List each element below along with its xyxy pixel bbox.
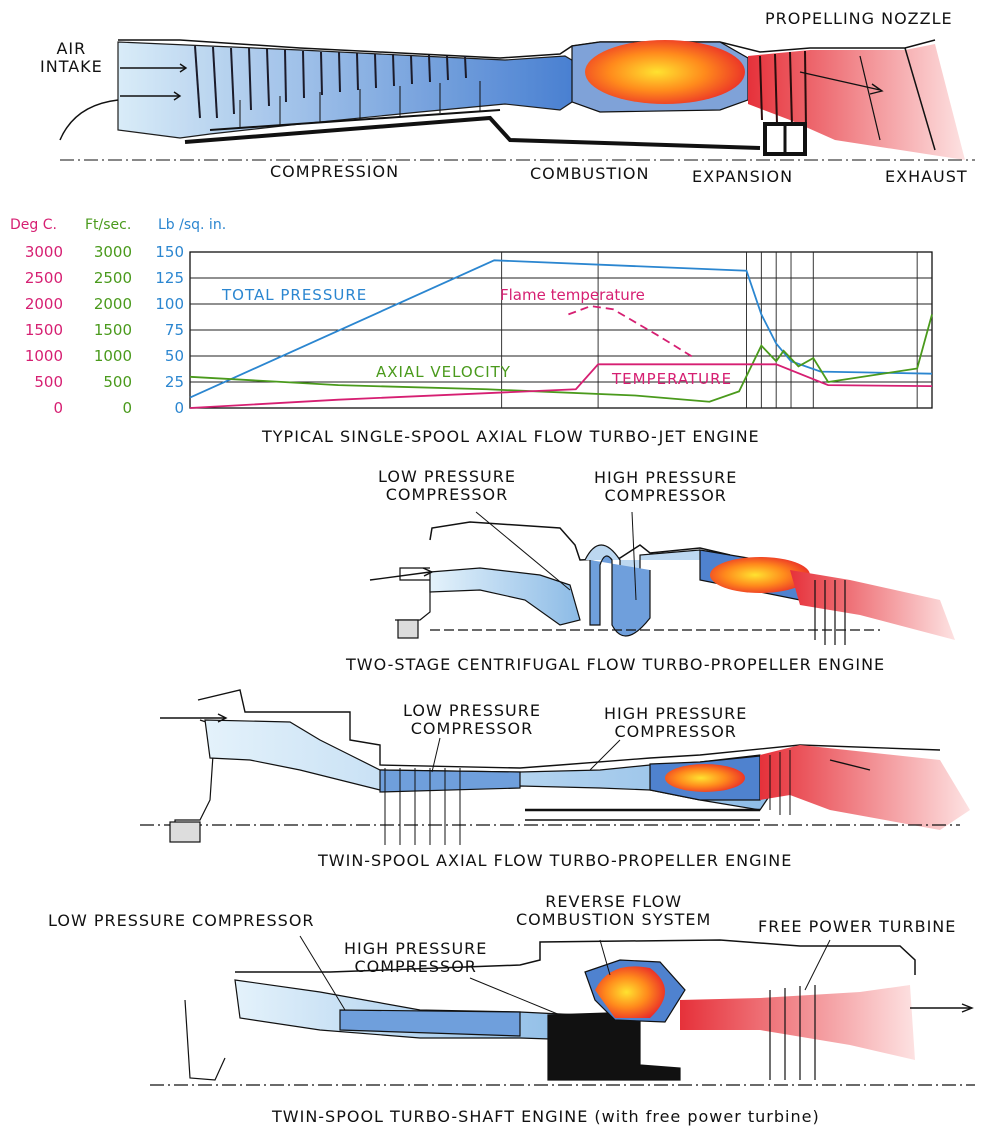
lp-compressor-label-3: LOW PRESSURE COMPRESSOR bbox=[403, 701, 541, 739]
chart-series bbox=[189, 259, 933, 409]
ft-sec-tick-label: 3000 bbox=[93, 243, 132, 261]
deg-c-tick-label: 0 bbox=[53, 399, 63, 417]
compression-label: COMPRESSION bbox=[270, 162, 400, 181]
air-intake-label: AIR INTAKE bbox=[40, 39, 103, 77]
deg-c-tick-label: 3000 bbox=[24, 243, 63, 261]
total-pressure-series-label: TOTAL PRESSURE bbox=[222, 286, 368, 304]
ft-sec-tick-label: 500 bbox=[103, 373, 132, 391]
lb-sq-in-tick-label: 100 bbox=[155, 295, 184, 313]
deg-c-tick-label: 1500 bbox=[24, 321, 63, 339]
hp-compressor-label-4: HIGH PRESSURE COMPRESSOR bbox=[344, 939, 488, 977]
series-line-1 bbox=[189, 314, 933, 403]
deg-c-tick-label: 1000 bbox=[24, 347, 63, 365]
turbojet-engine-drawing bbox=[59, 39, 975, 161]
propelling-nozzle-label: PROPELLING NOZZLE bbox=[765, 9, 953, 28]
series-line-0 bbox=[189, 259, 933, 399]
free-power-turbine-label: FREE POWER TURBINE bbox=[758, 917, 957, 936]
series-line-3 bbox=[568, 305, 696, 359]
lb-sq-in-tick-label: 25 bbox=[164, 373, 184, 391]
deg-c-tick-label: 2500 bbox=[24, 269, 63, 287]
lb-sq-in-tick-label: 0 bbox=[174, 399, 184, 417]
ft-sec-tick-label: 2500 bbox=[93, 269, 132, 287]
ft-sec-tick-label: 1000 bbox=[93, 347, 132, 365]
expansion-label: EXPANSION bbox=[692, 167, 794, 186]
combustion-label: COMBUSTION bbox=[530, 164, 650, 183]
turboshaft-drawing bbox=[150, 935, 975, 1086]
lb-sq-in-tick-label: 125 bbox=[155, 269, 184, 287]
ft-sec-tick-label: 1500 bbox=[93, 321, 132, 339]
flame-temperature-series-label: Flame temperature bbox=[500, 286, 645, 304]
engine-chart bbox=[189, 251, 933, 409]
ft-sec-tick-label: 0 bbox=[122, 399, 132, 417]
ft-sec-axis-title: Ft/sec. bbox=[85, 217, 132, 233]
lb-sq-in-axis-title: Lb /sq. in. bbox=[158, 217, 227, 233]
lb-sq-in-tick-label: 50 bbox=[164, 347, 184, 365]
deg-c-axis-title: Deg C. bbox=[10, 217, 57, 233]
lp-compressor-label-2: LOW PRESSURE COMPRESSOR bbox=[378, 467, 516, 505]
centrifugal-turboprop-drawing bbox=[369, 511, 955, 645]
lp-compressor-label-4: LOW PRESSURE COMPRESSOR bbox=[48, 911, 315, 930]
deg-c-tick-label: 2000 bbox=[24, 295, 63, 313]
twin-spool-turboprop-caption: TWIN-SPOOL AXIAL FLOW TURBO-PROPELLER EN… bbox=[318, 851, 793, 870]
exhaust-label: EXHAUST bbox=[885, 167, 968, 186]
turboshaft-caption: TWIN-SPOOL TURBO-SHAFT ENGINE (with free… bbox=[272, 1107, 820, 1126]
reverse-flow-combustion-label: REVERSE FLOW COMBUSTION SYSTEM bbox=[516, 892, 712, 930]
hp-compressor-label-2: HIGH PRESSURE COMPRESSOR bbox=[594, 468, 738, 506]
ft-sec-tick-label: 2000 bbox=[93, 295, 132, 313]
deg-c-tick-label: 500 bbox=[34, 373, 63, 391]
lb-sq-in-tick-label: 75 bbox=[164, 321, 184, 339]
axial-velocity-series-label: AXIAL VELOCITY bbox=[376, 363, 511, 381]
series-line-2 bbox=[189, 363, 933, 409]
turbojet-caption: TYPICAL SINGLE-SPOOL AXIAL FLOW TURBO-JE… bbox=[262, 427, 760, 446]
centrifugal-turboprop-caption: TWO-STAGE CENTRIFUGAL FLOW TURBO-PROPELL… bbox=[346, 655, 886, 674]
twin-spool-turboprop-drawing bbox=[140, 689, 970, 845]
lb-sq-in-tick-label: 150 bbox=[155, 243, 184, 261]
temperature-series-label: TEMPERATURE bbox=[612, 370, 733, 388]
chart-grid bbox=[190, 252, 932, 408]
hp-compressor-label-3: HIGH PRESSURE COMPRESSOR bbox=[604, 704, 748, 742]
